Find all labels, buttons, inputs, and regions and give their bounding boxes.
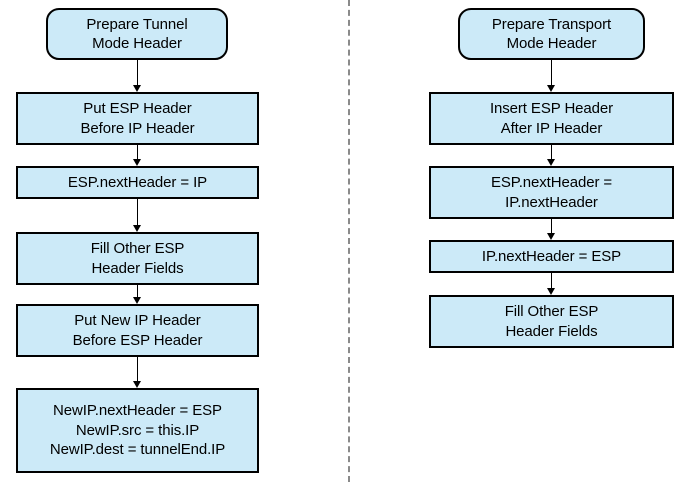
arrow-head-icon	[547, 288, 555, 295]
column-divider	[348, 0, 350, 482]
arrow-transport-1	[544, 60, 558, 92]
node-tunnel-start[interactable]: Prepare Tunnel Mode Header	[46, 8, 228, 60]
node-transport-ip-nextheader[interactable]: IP.nextHeader = ESP	[429, 240, 674, 273]
node-tunnel-fill-other-esp[interactable]: Fill Other ESP Header Fields	[16, 232, 259, 285]
arrow-head-icon	[133, 381, 141, 388]
node-transport-fill-other-esp[interactable]: Fill Other ESP Header Fields	[429, 295, 674, 348]
arrow-tunnel-2	[130, 145, 144, 166]
node-tunnel-put-esp-header[interactable]: Put ESP Header Before IP Header	[16, 92, 259, 145]
node-transport-start[interactable]: Prepare Transport Mode Header	[458, 8, 645, 60]
arrow-head-icon	[133, 297, 141, 304]
node-tunnel-newip-fields[interactable]: NewIP.nextHeader = ESP NewIP.src = this.…	[16, 388, 259, 473]
arrow-head-icon	[547, 85, 555, 92]
arrow-head-icon	[547, 159, 555, 166]
arrow-head-icon	[133, 159, 141, 166]
arrow-shaft	[136, 60, 138, 85]
arrow-head-icon	[133, 225, 141, 232]
node-transport-insert-esp-header[interactable]: Insert ESP Header After IP Header	[429, 92, 674, 145]
arrow-shaft	[136, 145, 138, 159]
arrow-tunnel-3	[130, 199, 144, 232]
arrow-head-icon	[547, 233, 555, 240]
arrow-shaft	[550, 273, 552, 288]
arrow-tunnel-4	[130, 285, 144, 304]
node-tunnel-esp-nextheader[interactable]: ESP.nextHeader = IP	[16, 166, 259, 199]
arrow-head-icon	[133, 85, 141, 92]
arrow-transport-3	[544, 219, 558, 240]
arrow-shaft	[550, 219, 552, 233]
arrow-transport-2	[544, 145, 558, 166]
node-transport-esp-nextheader[interactable]: ESP.nextHeader = IP.nextHeader	[429, 166, 674, 219]
node-tunnel-put-new-ip-header[interactable]: Put New IP Header Before ESP Header	[16, 304, 259, 357]
arrow-shaft	[550, 60, 552, 85]
arrow-shaft	[136, 357, 138, 381]
arrow-tunnel-5	[130, 357, 144, 388]
arrow-transport-4	[544, 273, 558, 295]
arrow-shaft	[136, 199, 138, 225]
arrow-shaft	[136, 285, 138, 297]
arrow-tunnel-1	[130, 60, 144, 92]
arrow-shaft	[550, 145, 552, 159]
